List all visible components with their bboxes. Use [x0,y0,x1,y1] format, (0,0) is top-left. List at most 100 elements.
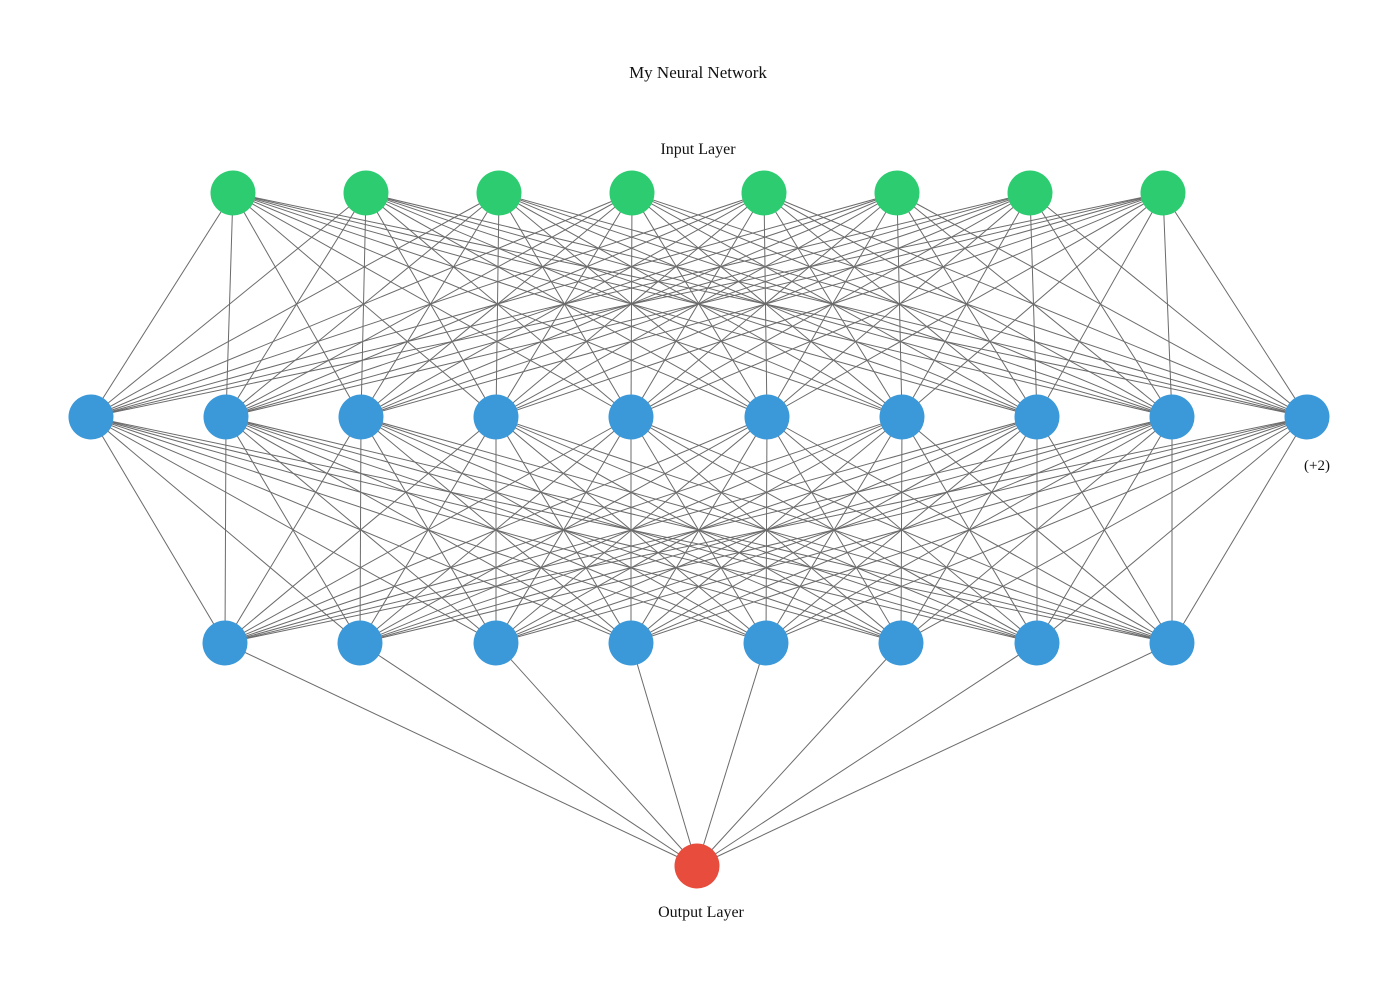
connection-edge [232,192,362,418]
input-neuron-node [210,170,256,216]
connection-edge [359,416,1308,644]
input-neuron-node [609,170,655,216]
hidden-neuron-node [608,394,654,440]
input-layer-label: Input Layer [660,141,736,158]
connection-edge [631,192,768,418]
connection-edge [696,642,767,867]
connection-edge [1036,192,1164,418]
connection-edge [495,642,698,867]
hidden-neuron-node [878,620,924,666]
connection-edge [360,192,1164,418]
input-layer-nodes [210,170,1186,216]
hidden-neuron-node [473,394,519,440]
hidden-layer-2-nodes [202,620,1195,666]
connection-edge [224,416,227,644]
connection-edge [225,192,1164,418]
connection-edge [365,192,768,418]
connection-edge [224,416,1173,644]
neuron-nodes [68,170,1330,889]
connection-edge [1171,416,1308,644]
connection-edge [224,416,1038,644]
connection-edge [90,192,1164,418]
connection-edge [696,642,902,867]
connection-edge [763,192,1038,418]
connection-edge [498,192,1038,418]
hidden-neuron-node [1149,620,1195,666]
hidden-neuron-node [1149,394,1195,440]
hidden-neuron-node [744,394,790,440]
connection-edge [232,192,768,418]
diagram-title: My Neural Network [629,63,767,82]
connection-edge [495,192,1164,418]
output-neuron-node [674,843,720,889]
connection-edge [224,416,903,644]
connection-edge [1029,192,1308,418]
connection-edge [498,192,768,418]
connection-edge [90,192,367,418]
connection-edge [896,192,1038,418]
hidden-neuron-node [1014,394,1060,440]
connection-edge [763,192,1173,418]
connection-edge [631,192,903,418]
connection-edge [631,192,1173,418]
connection-edge [224,416,632,644]
connection-edge [766,192,1164,418]
connection-edge [232,192,497,418]
connection-edge [90,192,500,418]
connection-edge [495,416,1308,644]
connection-edge [763,192,903,418]
hidden-neuron-node [743,620,789,666]
input-neuron-node [343,170,389,216]
hidden-neuron-node [473,620,519,666]
connection-edge [630,192,1164,418]
connection-edge [696,642,1173,867]
connection-edge [224,642,698,867]
diagram-labels: My Neural Network Input Layer (+2) Outpu… [629,63,1330,921]
hidden-neuron-node [338,394,384,440]
connection-edge [365,192,903,418]
hidden-neuron-node [337,620,383,666]
connection-edge [224,416,768,644]
connection-edge [630,642,698,867]
connection-edge [1029,192,1173,418]
connection-edge [224,416,362,644]
hidden-neuron-node [1014,620,1060,666]
connection-edge [90,192,765,418]
connection-edge [896,192,1173,418]
connection-edge [1162,192,1173,418]
input-neuron-node [1007,170,1053,216]
connection-edge [495,192,633,418]
hidden-neuron-node [1284,394,1330,440]
output-layer-label: Output Layer [658,904,744,921]
connection-edge [232,192,632,418]
connection-edge [1162,192,1308,418]
connection-edge [901,192,1164,418]
hidden-layer-1-nodes [68,394,1330,440]
connection-edge [360,192,633,418]
connection-edge [90,192,234,418]
connection-edge [631,192,1038,418]
output-layer-nodes [674,843,720,889]
connection-edge [766,192,1031,418]
connection-edge [630,192,633,418]
connection-edge [900,416,1308,644]
hidden-layer-truncation-label: (+2) [1304,458,1330,474]
input-neuron-node [874,170,920,216]
connection-edge [630,416,1308,644]
hidden-neuron-node [68,394,114,440]
hidden-neuron-node [203,394,249,440]
connection-edge [763,192,1308,418]
connection-edge [631,192,1308,418]
connection-edge [896,192,1308,418]
connection-edge [696,642,1038,867]
connection-edge [766,192,898,418]
connection-edge [224,416,1308,644]
connection-edge [359,642,698,867]
connection-edge [90,192,633,418]
connection-edge [365,192,632,418]
input-neuron-node [476,170,522,216]
connection-edge [765,416,1308,644]
connection-edge [90,192,1031,418]
